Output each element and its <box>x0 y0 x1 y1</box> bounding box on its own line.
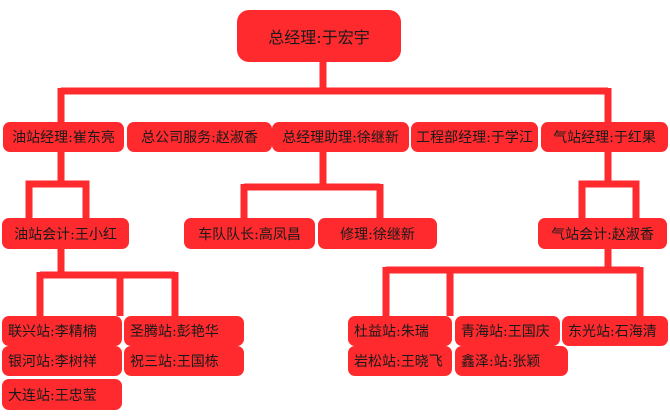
node-label: 油站会计:王小红 <box>14 226 117 243</box>
node-station-dalian: 大连站:王忠莹 <box>2 379 122 410</box>
node-label: 总公司服务:赵淑香 <box>141 130 258 146</box>
node-station-lianxing: 联兴站:李精楠 <box>2 316 122 346</box>
node-label: 岩松站:王晓飞 <box>354 354 443 370</box>
node-label: 车队队长:高凤昌 <box>198 226 301 243</box>
node-gas-accountant: 气站会计:赵淑香 <box>538 218 667 249</box>
node-label: 东光站:石海清 <box>568 324 657 340</box>
node-label: 总经理:于宏宇 <box>268 28 370 47</box>
connector-oil-accountant <box>25 152 65 218</box>
node-label: 气站经理:于红果 <box>553 130 656 146</box>
node-repair: 修理:徐继新 <box>318 218 437 249</box>
node-engineering-manager: 工程部经理:于学江 <box>411 122 538 152</box>
node-station-shengteng: 圣腾站:彭艳华 <box>124 316 244 346</box>
node-station-yansong: 岩松站:王晓飞 <box>348 346 452 376</box>
node-gm-assistant: 总经理助理:徐继新 <box>272 122 409 152</box>
node-label: 鑫泽:站:张颖 <box>461 354 541 370</box>
node-station-duyi: 杜益站:朱瑞 <box>348 316 452 346</box>
node-station-xinze: 鑫泽:站:张颖 <box>455 346 568 376</box>
node-label: 联兴站:李精楠 <box>8 324 97 340</box>
node-label: 银河站:李树祥 <box>8 354 97 370</box>
node-label: 祝三站:王国栋 <box>130 354 219 370</box>
node-label: 工程部经理:于学江 <box>416 130 533 146</box>
node-general-manager: 总经理:于宏宇 <box>237 10 401 62</box>
node-label: 油站经理:崔东亮 <box>12 130 115 146</box>
node-station-qinghai: 青海站:王国庆 <box>455 316 560 346</box>
node-label: 大连站:王忠莹 <box>8 387 97 404</box>
node-oil-station-manager: 油站经理:崔东亮 <box>3 122 124 152</box>
node-label: 修理:徐继新 <box>340 226 415 243</box>
node-station-zhusan: 祝三站:王国栋 <box>124 346 244 376</box>
connector-oil-accountant-right <box>58 180 90 218</box>
node-station-yinhe: 银河站:李树祥 <box>2 346 122 376</box>
node-label: 气站会计:赵淑香 <box>551 226 654 243</box>
node-label: 杜益站:朱瑞 <box>354 324 429 340</box>
node-label: 圣腾站:彭艳华 <box>130 324 219 340</box>
node-label: 总经理助理:徐继新 <box>282 130 399 146</box>
node-fleet-leader: 车队队长:高凤昌 <box>184 218 315 249</box>
node-head-office-service: 总公司服务:赵淑香 <box>127 122 272 152</box>
connector-gas-accountant-right <box>579 180 640 218</box>
node-gas-station-manager: 气站经理:于红果 <box>541 122 668 152</box>
node-label: 青海站:王国庆 <box>461 324 550 340</box>
node-station-dongguang: 东光站:石海清 <box>562 316 668 346</box>
node-oil-accountant: 油站会计:王小红 <box>2 218 129 249</box>
